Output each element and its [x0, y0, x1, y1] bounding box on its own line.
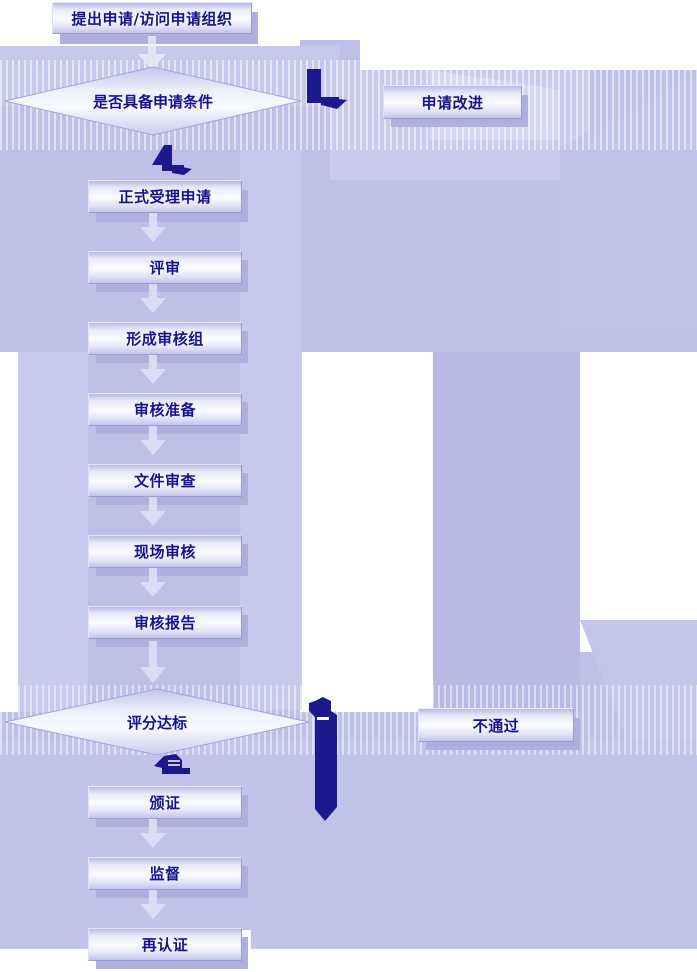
- connector-arrow-down-blue: [150, 145, 196, 183]
- node-audit-report[interactable]: 审核报告: [88, 606, 242, 639]
- node-audit-preparation[interactable]: 审核准备: [88, 393, 242, 426]
- node-label: 正式受理申请: [118, 188, 212, 206]
- node-form-audit-team[interactable]: 形成审核组: [88, 322, 242, 355]
- connector-arrow-right-blue: [297, 67, 351, 113]
- node-decision-eligibility[interactable]: 是否具备申请条件: [4, 66, 302, 136]
- connector-arrow-down: [135, 641, 171, 683]
- node-label: 颁证: [149, 794, 181, 812]
- node-label: 提出申请/访问申请组织: [71, 9, 233, 28]
- node-label: 再认证: [141, 936, 189, 954]
- node-onsite-audit[interactable]: 现场审核: [88, 535, 242, 568]
- background-cutout-mid-2: [420, 352, 433, 712]
- node-review[interactable]: 评审: [88, 251, 242, 284]
- node-label: 不通过: [472, 716, 520, 735]
- connector-arrow-down: [135, 818, 171, 848]
- node-label: 审核报告: [133, 614, 196, 632]
- background-cutout-left-col: [0, 352, 18, 712]
- node-label: 评审: [149, 259, 181, 277]
- connector-arrow-down: [135, 212, 171, 242]
- background-cutout-top-right: [360, 0, 697, 70]
- connector-arrow-down: [135, 496, 171, 526]
- background-slab-mid-right: [433, 352, 580, 712]
- background-cutout-right: [580, 352, 697, 652]
- node-supervision[interactable]: 监督: [88, 857, 242, 890]
- node-label: 监督: [149, 865, 181, 883]
- node-document-review[interactable]: 文件审查: [88, 464, 242, 497]
- node-not-passed[interactable]: 不通过: [418, 708, 574, 742]
- node-label: 申请改进: [421, 93, 484, 112]
- node-label: 文件审查: [133, 472, 196, 490]
- connector-arrow-down: [135, 889, 171, 919]
- connector-arrow-down: [135, 425, 171, 455]
- background-slab-bevel-b: [560, 70, 697, 330]
- node-label: 现场审核: [133, 543, 196, 561]
- connector-arrow-down: [132, 36, 172, 70]
- node-formally-accept-application[interactable]: 正式受理申请: [88, 180, 242, 213]
- background-cutout-mid: [300, 352, 420, 712]
- node-issue-certificate[interactable]: 颁证: [88, 786, 242, 819]
- node-decision-score-pass[interactable]: 评分达标: [4, 688, 310, 756]
- node-label: 评分达标: [126, 713, 187, 732]
- node-label: 形成审核组: [126, 330, 204, 348]
- background-slab-lower-right: [580, 620, 697, 740]
- background-slab-upper-mid: [330, 60, 590, 180]
- node-label: 审核准备: [133, 401, 196, 419]
- node-apply-improvement[interactable]: 申请改进: [383, 85, 522, 119]
- connector-arrow-down: [135, 283, 171, 313]
- node-submit-application[interactable]: 提出申请/访问申请组织: [52, 2, 252, 34]
- connector-arrow-down-blue: [152, 752, 200, 788]
- node-recertification[interactable]: 再认证: [88, 928, 242, 961]
- connector-arrow-down: [135, 567, 171, 597]
- background-slab-center-strip: [240, 150, 302, 710]
- node-label: 是否具备申请条件: [92, 92, 213, 111]
- connector-arrow-down: [135, 354, 171, 384]
- background-slab-left-col: [18, 352, 88, 712]
